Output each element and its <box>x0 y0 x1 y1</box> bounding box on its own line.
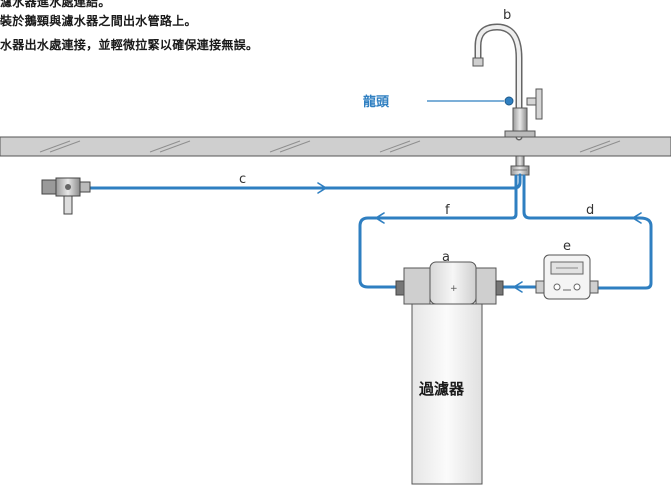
faucet <box>427 23 543 141</box>
label-a: a <box>442 250 450 265</box>
pipe-d <box>522 174 653 290</box>
faucet-indicator-dot <box>504 96 514 106</box>
instruction-line-2: 裝於鵝頸與濾水器之間出水管路上。 <box>0 14 197 28</box>
label-b: b <box>503 8 511 23</box>
faucet-label: 龍頭 <box>363 94 390 110</box>
instruction-line-1: 濾水器進水處連結。 <box>0 0 111 9</box>
svg-text:+: + <box>450 284 458 294</box>
flow-arrow-meter <box>512 281 523 293</box>
instruction-line-3: 水器出水處連接，並輕微拉緊以確保連接無誤。 <box>0 38 259 52</box>
inlet-valve <box>41 177 91 215</box>
label-e: e <box>563 239 571 254</box>
label-d: d <box>586 203 594 218</box>
label-f: f <box>445 203 450 218</box>
faucet-connector <box>510 155 530 176</box>
flow-arrow-d <box>631 212 642 224</box>
flow-meter <box>535 254 599 300</box>
inlet-pipe-c <box>88 173 522 190</box>
filter-label: 過濾器 <box>418 380 465 398</box>
label-c: c <box>239 172 246 187</box>
flow-arrow-f <box>374 212 385 224</box>
flow-arrow-c <box>317 182 328 194</box>
filter-unit: + <box>395 261 504 485</box>
outlet-pipe-f <box>358 174 518 289</box>
countertop <box>0 136 671 157</box>
